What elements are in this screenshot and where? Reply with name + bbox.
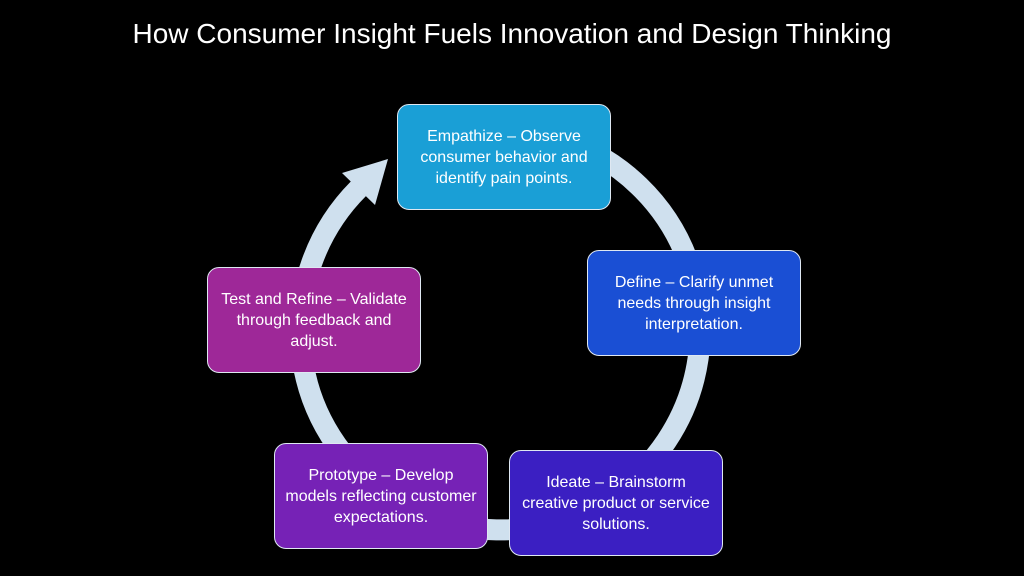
step-empathize: Empathize – Observe consumer behavior an… [397,104,611,210]
step-test-refine: Test and Refine – Validate through feedb… [207,267,421,373]
step-prototype: Prototype – Develop models reflecting cu… [274,443,488,549]
page-title: How Consumer Insight Fuels Innovation an… [132,18,892,49]
arrowhead-icon [342,159,388,205]
step-define: Define – Clarify unmet needs through ins… [587,250,801,356]
step-ideate: Ideate – Brainstorm creative product or … [509,450,723,556]
